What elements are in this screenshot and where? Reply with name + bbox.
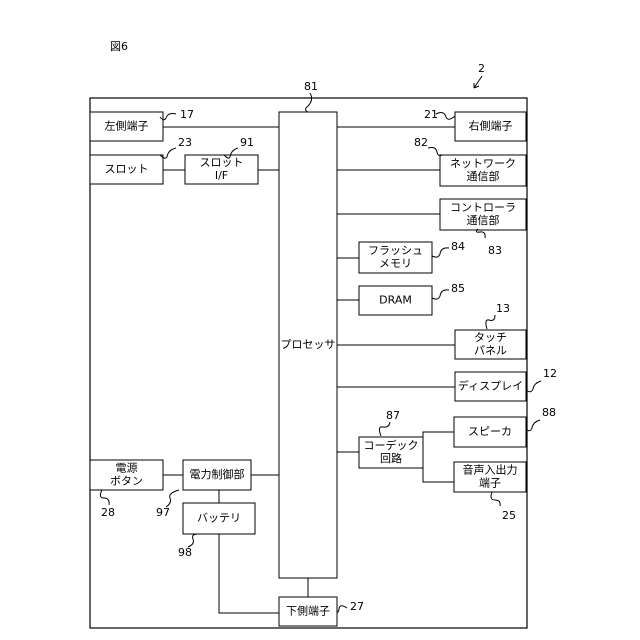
power-control-label-line-1: 電力制御部 bbox=[190, 467, 245, 481]
power-button-label-line-1: 電源 bbox=[116, 461, 138, 475]
slot-ref-number: 23 bbox=[178, 136, 192, 149]
battery-ref-number: 98 bbox=[178, 546, 192, 559]
battery-label-line-1: バッテリ bbox=[197, 512, 241, 525]
audio-io-label-line-2: 端子 bbox=[479, 477, 501, 490]
bottom-terminal-ref-number: 27 bbox=[350, 600, 364, 613]
network-label-line-2: 通信部 bbox=[467, 169, 500, 183]
power-control-ref-number: 97 bbox=[156, 506, 170, 519]
display-ref-number: 12 bbox=[543, 367, 557, 380]
touch-panel-label-line-1: タッチ bbox=[474, 331, 507, 344]
slot-label-line-1: スロット bbox=[105, 163, 149, 176]
slot-if-label-line-2: I/F bbox=[215, 169, 228, 182]
codec-label-line-1: コーデック bbox=[364, 438, 419, 452]
display-ref-leader bbox=[526, 381, 541, 392]
network-ref-number: 82 bbox=[414, 136, 428, 149]
touch-panel-ref-number: 13 bbox=[496, 302, 510, 315]
left-terminal-ref-number: 17 bbox=[180, 108, 194, 121]
right-terminal-ref-number: 21 bbox=[424, 108, 438, 121]
network-label-line-1: ネットワーク bbox=[450, 157, 516, 170]
speaker-label-line-1: スピーカ bbox=[468, 425, 512, 438]
speaker-ref-leader bbox=[526, 420, 540, 431]
controller-comm-ref-number: 83 bbox=[488, 244, 502, 257]
device-ref-number: 2 bbox=[478, 62, 485, 75]
codec-ref-number: 87 bbox=[386, 409, 400, 422]
speaker-ref-number: 88 bbox=[542, 406, 556, 419]
processor-label: プロセッサ bbox=[281, 338, 336, 351]
bottom-terminal-label-line-1: 下側端子 bbox=[286, 605, 330, 618]
figure-label: 図6 bbox=[110, 40, 128, 53]
flash-label-line-1: フラッシュ bbox=[368, 244, 423, 257]
left-terminal-label-line-1: 左側端子 bbox=[105, 120, 149, 133]
power-button-label-line-2: ボタン bbox=[110, 475, 143, 488]
controller-comm-label-line-1: コントローラ bbox=[450, 201, 516, 214]
slot-if-label-line-1: スロット bbox=[200, 156, 244, 169]
dram-label-line-1: DRAM bbox=[379, 294, 412, 307]
right-terminal-label-line-1: 右側端子 bbox=[469, 119, 513, 133]
codec-label-line-2: 回路 bbox=[380, 452, 402, 465]
dram-ref-number: 85 bbox=[451, 282, 465, 295]
audio-io-label-line-1: 音声入出力 bbox=[463, 463, 518, 477]
touch-panel-label-line-2: パネル bbox=[474, 344, 507, 357]
controller-comm-label-line-2: 通信部 bbox=[467, 213, 500, 227]
processor-ref-number: 81 bbox=[304, 80, 318, 93]
power-button-ref-number: 28 bbox=[101, 506, 115, 519]
flash-label-line-2: メモリ bbox=[379, 257, 412, 270]
audio-io-ref-number: 25 bbox=[502, 509, 516, 522]
display-label-line-1: ディスプレイ bbox=[458, 379, 523, 393]
slot-if-ref-number: 91 bbox=[240, 136, 254, 149]
flash-ref-number: 84 bbox=[451, 240, 465, 253]
